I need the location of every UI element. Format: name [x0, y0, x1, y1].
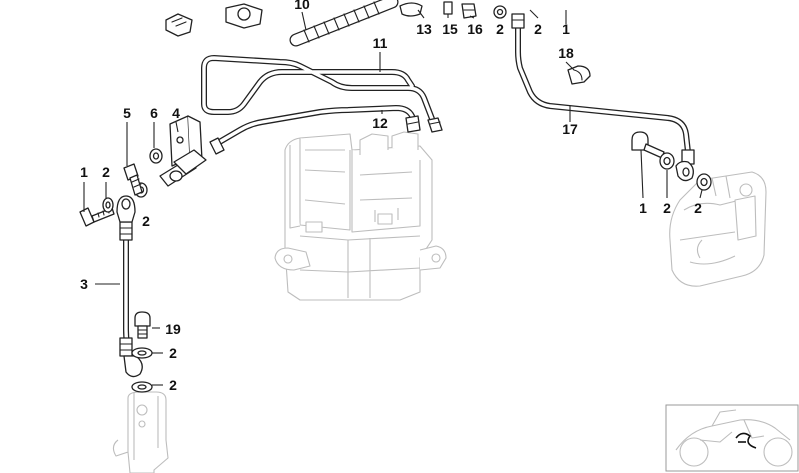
pipe-clip-top-left: [165, 3, 263, 37]
label-2-right-washer-b: 2: [694, 200, 702, 216]
label-15-union: 15: [442, 21, 458, 37]
bracket-4: [159, 115, 207, 187]
label-4-bracket: 4: [172, 105, 180, 121]
banjo-fitting-right: [675, 160, 694, 182]
bolt-19: [134, 311, 151, 339]
label-2-top-washer-a: 2: [496, 21, 504, 37]
rear-brake-caliper: [669, 171, 767, 287]
abs-pressure-modulator: [274, 131, 447, 301]
washer-2-top-a: [493, 5, 507, 19]
label-1-top-bolt: 1: [562, 21, 570, 37]
brake-pipe-12: [209, 105, 421, 155]
label-1-right-bolt: 1: [639, 200, 647, 216]
washer-2-lower-a: [131, 347, 153, 359]
brake-pipe-11: [201, 55, 443, 133]
pipe-clip-18: [567, 65, 591, 85]
washer-2-right-b: [696, 173, 712, 191]
label-2-top-washer-b: 2: [534, 21, 542, 37]
washer-2-left-upper: [102, 197, 114, 213]
leader-lines: [83, 9, 703, 386]
washer-2-right-a: [659, 152, 675, 170]
banjo-bolt-1-right: [631, 131, 665, 159]
brake-hose-3: [116, 195, 143, 378]
bolt-5: [123, 163, 143, 196]
union-16: [461, 3, 477, 19]
label-12-brake-pipe: 12: [372, 115, 388, 131]
label-10-protective-sleeve: 10: [294, 0, 310, 12]
rear-master-brake-cylinder: [112, 391, 169, 473]
label-1-left-bolt: 1: [80, 164, 88, 180]
label-2-right-washer-a: 2: [663, 200, 671, 216]
label-13-grommet: 13: [416, 21, 432, 37]
label-6-washer: 6: [150, 105, 158, 121]
label-2-lower-washer-a: 2: [169, 345, 177, 361]
vehicle-location-inset: [665, 404, 799, 472]
union-15: [443, 1, 453, 15]
label-19-bolt: 19: [165, 321, 181, 337]
label-11-brake-pipe: 11: [373, 35, 388, 51]
label-3-brake-hose: 3: [80, 276, 88, 292]
label-17-brake-pipe: 17: [562, 121, 578, 137]
label-16-union: 16: [467, 21, 483, 37]
washer-2-lower-b: [131, 381, 153, 393]
label-2-lower-washer-b: 2: [169, 377, 177, 393]
grommet-13: [399, 2, 423, 17]
label-2-left-washer: 2: [102, 164, 110, 180]
label-5-bolt: 5: [123, 105, 131, 121]
label-18-clip: 18: [558, 45, 574, 61]
label-2-mid-washer: 2: [142, 213, 150, 229]
protective-sleeve-10: [289, 0, 399, 47]
washer-6: [149, 148, 163, 164]
brake-pipe-17: [511, 13, 695, 165]
part-labels: 1 2 5 6 4 2 3 19 2 2 10 11 12 13 15 16 2…: [80, 0, 702, 393]
